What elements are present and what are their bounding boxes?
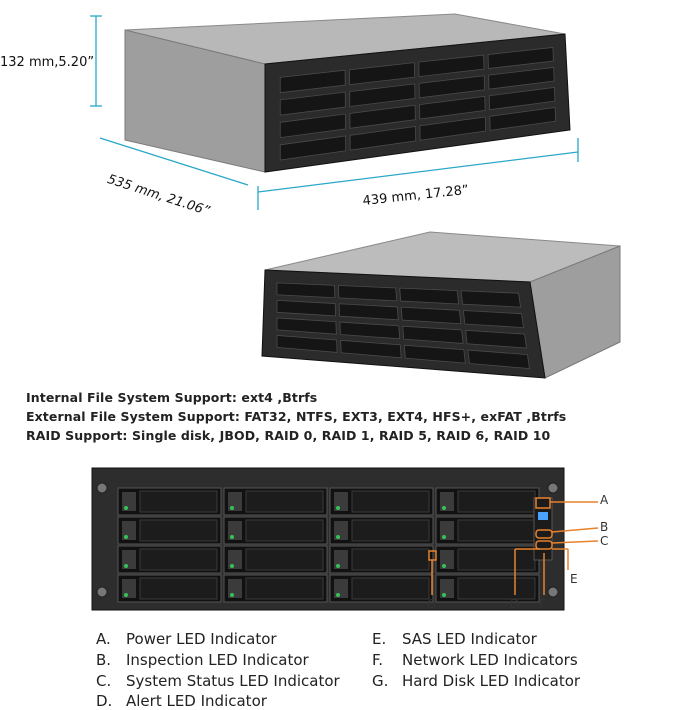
drive-tray [465, 329, 527, 349]
drive-led [336, 564, 340, 568]
drive-led [124, 506, 128, 510]
drive-led [124, 564, 128, 568]
drive-tray [337, 285, 398, 302]
legend-item-g: G.Hard Disk LED Indicator [372, 672, 581, 690]
drive-tray [276, 317, 337, 335]
drive-led [442, 564, 446, 568]
drive-tray [279, 91, 346, 116]
drive-led [442, 506, 446, 510]
callout-e: E [570, 572, 578, 586]
legend-item-e: E.SAS LED Indicator [372, 630, 537, 648]
drive-tray [338, 303, 399, 321]
drive-tray [279, 135, 347, 161]
drive-led [336, 535, 340, 539]
drive-tray [349, 62, 416, 86]
drive-led [230, 564, 234, 568]
drive-led [442, 593, 446, 597]
drive-tray [400, 306, 462, 325]
callout-b: B [600, 520, 609, 534]
drive-tray [467, 349, 530, 369]
drive-tray [488, 67, 555, 90]
legend-item-b: B.Inspection LED Indicator [96, 651, 309, 669]
drive-tray [419, 95, 486, 120]
drive-led [124, 593, 128, 597]
drive-tray [487, 46, 554, 70]
drive-tray [460, 290, 522, 308]
drive-tray [418, 75, 485, 99]
drive-tray [462, 310, 524, 329]
external-fs-support: External File System Support: FAT32, NTF… [26, 409, 567, 424]
drive-tray [276, 299, 337, 317]
callout-d: D [510, 597, 520, 611]
drive-tray [340, 339, 402, 359]
drive-tray [403, 344, 466, 364]
drive-led [442, 535, 446, 539]
drive-tray [279, 113, 346, 139]
legend-item-c: C.System Status LED Indicator [96, 672, 340, 690]
drive-led [336, 506, 340, 510]
internal-fs-support: Internal File System Support: ext4 ,Btrf… [26, 390, 318, 405]
drive-tray [418, 54, 485, 78]
drive-tray [399, 287, 460, 305]
callout-g: G [427, 597, 437, 611]
legend-item-f: F.Network LED Indicators [372, 651, 578, 669]
legend-item-d: D.Alert LED Indicator [96, 692, 267, 710]
drive-tray [489, 107, 557, 131]
drive-led [230, 535, 234, 539]
raid-support: RAID Support: Single disk, JBOD, RAID 0,… [26, 428, 551, 443]
callout-c: C [600, 534, 609, 548]
height-dimension-label: 132 mm,5.20” [0, 55, 95, 70]
drive-tray [339, 321, 401, 340]
drive-tray [279, 69, 346, 94]
drive-led [336, 593, 340, 597]
drive-led [230, 593, 234, 597]
drive-led [230, 506, 234, 510]
drive-tray [276, 335, 338, 353]
drive-tray [349, 125, 417, 151]
drive-tray [349, 104, 416, 129]
drive-tray [349, 83, 416, 107]
callout-f: F [539, 597, 546, 611]
legend-item-a: A.Power LED Indicator [96, 630, 277, 648]
drive-tray [488, 87, 556, 111]
drive-tray [276, 282, 336, 299]
drive-led [124, 535, 128, 539]
drive-tray [419, 116, 487, 141]
drive-tray [402, 325, 464, 344]
callout-a: A [600, 493, 609, 507]
